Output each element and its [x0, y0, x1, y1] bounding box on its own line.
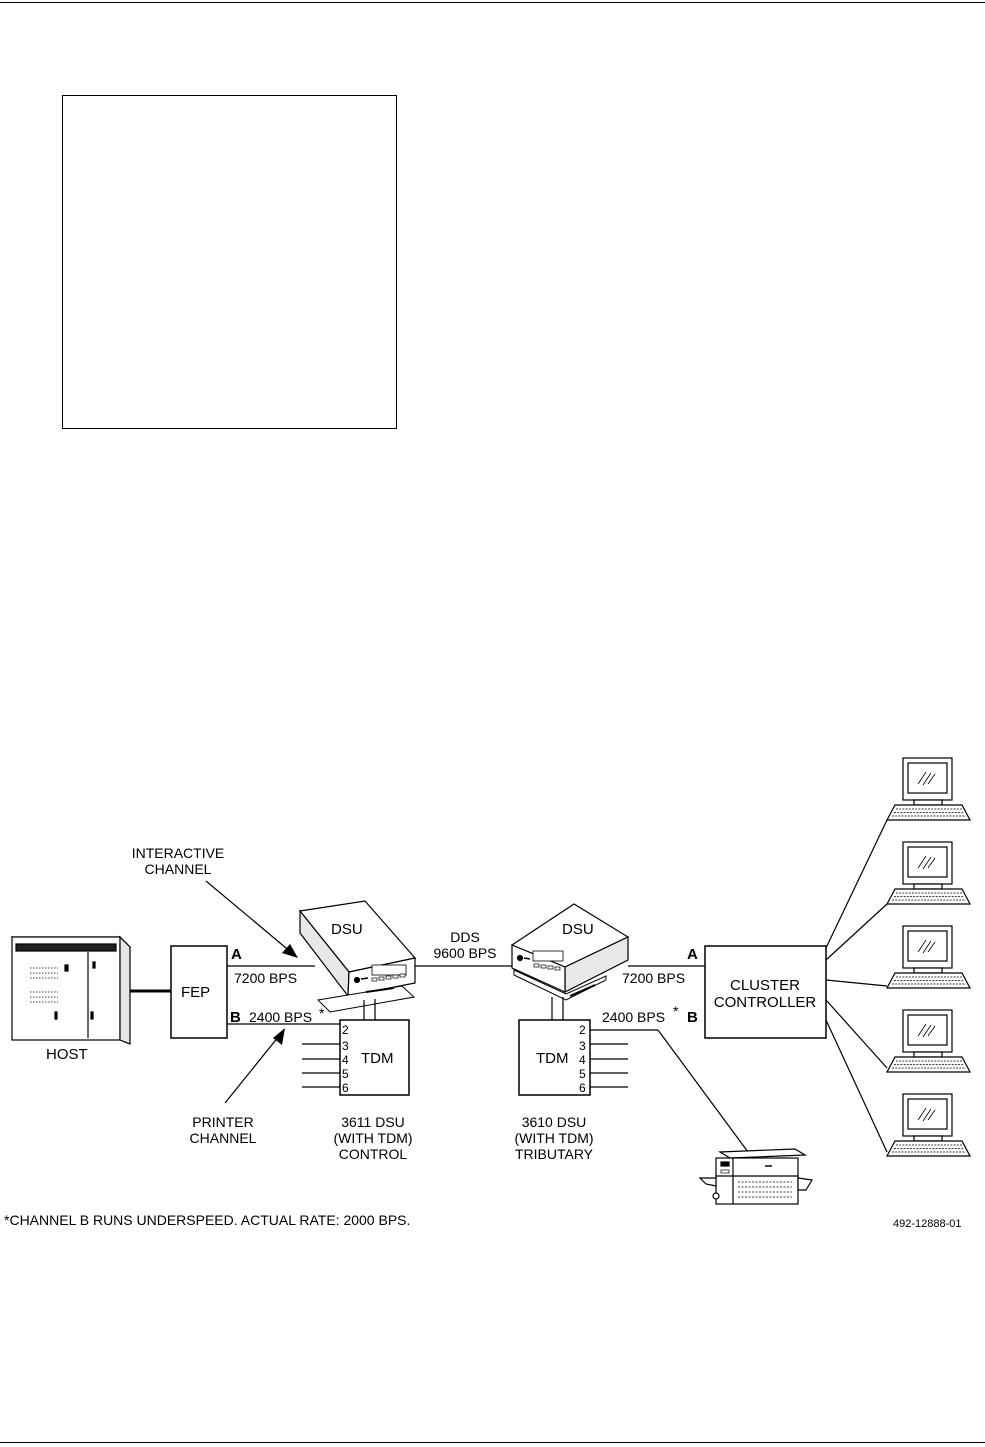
interactive-label-1: INTERACTIVE — [132, 845, 225, 861]
tdm-right-port-6: 6 — [579, 1081, 586, 1095]
tdm-left-label: TDM — [361, 1050, 394, 1067]
tdm-left-port-6: 6 — [342, 1081, 349, 1095]
host-computer-icon — [10, 935, 132, 1045]
tdm-right-label: TDM — [536, 1050, 569, 1067]
caption-left-1: 3611 DSU — [341, 1114, 405, 1130]
caption-left-3: CONTROL — [339, 1146, 408, 1162]
figure-id: 492-12888-01 — [893, 1218, 962, 1230]
asterisk-left: * — [319, 1005, 325, 1021]
dsu-left-label: DSU — [331, 921, 363, 938]
interactive-arrowhead — [282, 944, 298, 958]
caption-right-1: 3610 DSU — [522, 1114, 587, 1130]
printer-arrow — [224, 1035, 280, 1104]
terminal-icon — [886, 757, 971, 821]
interactive-label-2: CHANNEL — [145, 861, 212, 877]
caption-right-2: (WITH TDM) — [514, 1130, 593, 1146]
tdm-right-port-2: 2 — [579, 1023, 586, 1037]
tdm-left-port-lines — [302, 1043, 340, 1088]
tdm-left-port-3: 3 — [342, 1039, 349, 1053]
caption-right-3: TRIBUTARY — [515, 1146, 594, 1162]
footnote-text: CHANNEL B RUNS UNDERSPEED. ACTUAL RATE: … — [9, 1212, 411, 1228]
dsu-left-icon — [298, 900, 417, 1013]
dsu-right-label: DSU — [562, 921, 594, 938]
fep-label: FEP — [181, 984, 210, 1001]
fep-box — [170, 945, 228, 1039]
terminal-links — [825, 819, 888, 1153]
channel-a-left: A — [231, 946, 242, 963]
printer-arrowhead — [273, 1028, 285, 1045]
tdm-right-port-lines — [590, 1029, 658, 1088]
terminal-icon — [886, 1093, 971, 1157]
terminals — [886, 757, 971, 1157]
tdm-right-port-5: 5 — [579, 1067, 586, 1081]
rate-a-right: 7200 BPS — [622, 970, 685, 986]
tdm-left-port-4: 4 — [342, 1053, 349, 1067]
printer-icon — [698, 1148, 813, 1205]
host-label: HOST — [46, 1046, 88, 1063]
cluster-controller-box — [704, 945, 827, 1039]
dsu-tdm-connectors — [363, 997, 564, 1020]
asterisk-right: * — [673, 1003, 679, 1019]
tdm-right-box — [518, 1019, 591, 1096]
footnote: *CHANNEL B RUNS UNDERSPEED. ACTUAL RATE:… — [4, 1212, 410, 1228]
interactive-arrow — [205, 880, 293, 954]
cluster-label-2: CONTROLLER — [714, 994, 817, 1011]
footnote-asterisk: * — [4, 1212, 10, 1228]
tdm-left-port-2: 2 — [342, 1023, 349, 1037]
tdm-right-port-3: 3 — [579, 1039, 586, 1053]
dsu-right-icon — [510, 903, 630, 1001]
channel-b-left: B — [230, 1009, 241, 1026]
printer-label-2: CHANNEL — [190, 1130, 257, 1146]
blank-frame — [62, 95, 397, 429]
terminal-icon — [886, 841, 971, 905]
top-rule — [0, 2, 985, 3]
terminal-icon — [886, 925, 971, 989]
channel-a-right: A — [687, 946, 698, 963]
rate-b-left: 2400 BPS — [249, 1009, 312, 1025]
tdm-left-port-5: 5 — [342, 1067, 349, 1081]
printer-label-1: PRINTER — [192, 1114, 253, 1130]
cluster-label-1: CLUSTER — [730, 977, 800, 994]
tdm-right-port-4: 4 — [579, 1053, 586, 1067]
caption-left-2: (WITH TDM) — [333, 1130, 412, 1146]
rate-b-right: 2400 BPS — [602, 1009, 665, 1025]
bottom-rule — [0, 1442, 985, 1443]
printer-link — [657, 1029, 749, 1153]
channel-b-right: B — [687, 1009, 698, 1026]
dds-label-2: 9600 BPS — [433, 945, 496, 961]
rate-a-left: 7200 BPS — [234, 970, 297, 986]
dds-label-1: DDS — [450, 929, 480, 945]
terminal-icon — [886, 1009, 971, 1073]
tdm-left-box — [339, 1019, 410, 1096]
